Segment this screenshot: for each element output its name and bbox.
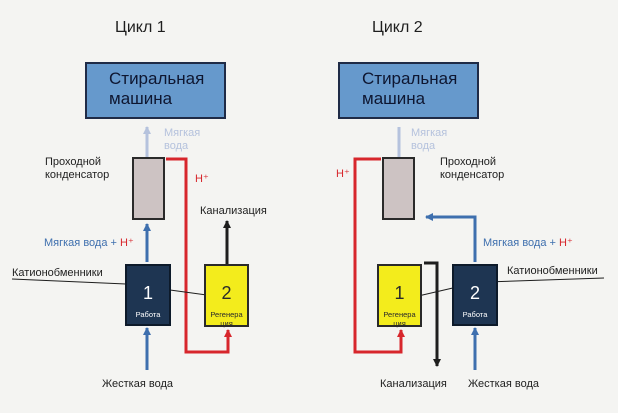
- c2-hard-water-label: Жесткая вода: [468, 378, 539, 390]
- c1-label-leader: [11, 278, 127, 285]
- c2-unit1-regenerating: 1 Регенера ция: [377, 264, 422, 328]
- c1-unit2-status: Регенера ция: [210, 310, 243, 328]
- c2-drain-arrow: [424, 261, 441, 367]
- c1-unit1-status: Работа: [135, 310, 161, 319]
- c2-soft-h-arrow: [425, 213, 477, 262]
- c2-h-plus-label: H⁺: [336, 168, 350, 180]
- c2-unit2-working: 2 Работа: [452, 264, 498, 326]
- c2-soft-water-line1: Мягкая: [411, 127, 448, 139]
- c2-unit1-status: Регенера ция: [383, 310, 416, 328]
- c1-acid-loop: [166, 157, 232, 354]
- c2-soft-water-h-ion: H⁺: [559, 237, 573, 249]
- cycle1-title: Цикл 1: [115, 19, 166, 36]
- c2-soft-water-line2: вода: [411, 140, 436, 152]
- c1-soft-water-line2: вода: [164, 140, 189, 152]
- c1-soft-water-h-text: Мягкая вода +: [44, 237, 120, 249]
- c2-washer-line2: машина: [362, 89, 426, 108]
- c1-condenser: [132, 157, 165, 220]
- c1-condenser-line1: Проходной: [45, 156, 102, 168]
- c1-unit1-working: 1 Работа: [125, 264, 171, 326]
- c2-soft-water-h-text: Мягкая вода +: [483, 237, 559, 249]
- c2-washer-line1: Стиральная: [362, 69, 458, 88]
- c1-unit2-regenerating: 2 Регенера ция: [204, 264, 249, 328]
- c1-soft-water-h-label: Мягкая вода + H⁺: [44, 236, 134, 249]
- c1-condenser-label: Проходной конденсатор: [45, 156, 109, 182]
- c1-h-plus-label: H⁺: [195, 173, 209, 185]
- c1-unit2-number: 2: [221, 283, 232, 303]
- c1-soft-water-h-ion: H⁺: [120, 237, 134, 249]
- c1-washer-line2: машина: [109, 89, 173, 108]
- c2-unit2-number: 2: [469, 283, 480, 303]
- c1-cation-exchangers-label: Катионобменники: [12, 267, 103, 279]
- c2-cation-exchangers-label: Катионобменники: [507, 265, 598, 277]
- c1-washing-machine: Стиральная машина: [85, 62, 226, 119]
- c2-acid-loop: [353, 157, 405, 354]
- c1-washer-line1: Стиральная: [109, 69, 205, 88]
- c1-hard-water-label: Жесткая вода: [102, 378, 173, 390]
- c1-condenser-line2: конденсатор: [45, 169, 110, 181]
- c2-condenser-line1: Проходной: [440, 156, 497, 168]
- c2-condenser-line2: конденсатор: [440, 169, 505, 181]
- c1-drain-label: Канализация: [200, 205, 267, 217]
- c2-condenser: [382, 157, 415, 220]
- c2-drain-label: Канализация: [380, 378, 447, 390]
- c2-washing-machine: Стиральная машина: [338, 62, 479, 119]
- cycle2-title: Цикл 2: [372, 19, 423, 36]
- c1-soft-water-label: Мягкая вода: [164, 127, 200, 153]
- c2-unit1-number: 1: [394, 283, 405, 303]
- c1-unit1-number: 1: [142, 283, 153, 303]
- c2-unit2-status: Работа: [462, 310, 488, 319]
- c1-soft-water-line1: Мягкая: [164, 127, 201, 139]
- c2-soft-water-h-label: Мягкая вода + H⁺: [483, 236, 573, 249]
- c2-soft-water-label: Мягкая вода: [411, 127, 447, 153]
- c2-condenser-label: Проходной конденсатор: [440, 156, 504, 182]
